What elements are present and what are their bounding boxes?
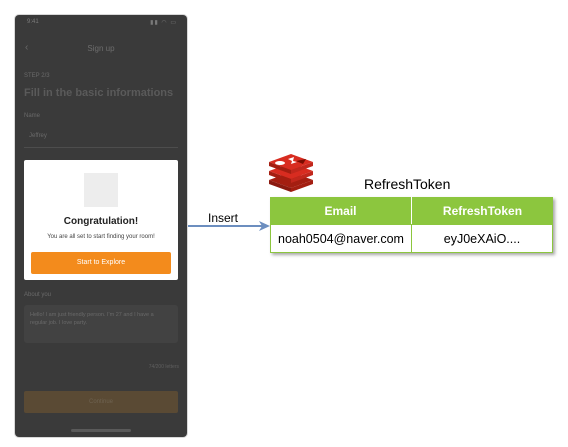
name-field[interactable]: Jeffrey — [29, 133, 47, 139]
char-count: 74/200 letters — [148, 364, 179, 370]
congratulation-modal: Congratulation! You are all set to start… — [24, 160, 178, 280]
back-chevron-icon[interactable]: ‹ — [25, 42, 29, 53]
continue-button[interactable]: Continue — [24, 391, 178, 413]
about-textarea[interactable]: Hello! I am just friendly person. I'm 27… — [24, 305, 178, 343]
insert-label: Insert — [208, 211, 239, 225]
table-title: RefreshToken — [364, 176, 451, 192]
phone-screenshot: 9:41 ▮▮ ◠ ▭ ‹ Sign up STEP 2/3 Fill in t… — [15, 15, 187, 437]
modal-message: You are all set to start finding your ro… — [47, 234, 155, 240]
modal-image-placeholder — [84, 173, 118, 207]
column-header-email: Email — [270, 197, 412, 224]
redis-logo-icon — [269, 154, 313, 192]
cell-email: noah0504@naver.com — [271, 225, 412, 252]
step-label: STEP 2/3 — [24, 73, 50, 79]
column-header-refreshtoken: RefreshToken — [412, 197, 553, 224]
column-header-email-text: Email — [324, 203, 357, 218]
table-header: Email RefreshToken — [270, 197, 553, 224]
table-row: noah0504@naver.com eyJ0eXAiO.... — [270, 224, 553, 253]
about-label: About you — [24, 292, 52, 298]
name-field-underline — [24, 147, 178, 148]
name-label: Name — [24, 113, 41, 119]
home-indicator — [71, 429, 131, 432]
status-time: 9:41 — [27, 19, 39, 25]
start-to-explore-button[interactable]: Start to Explore — [31, 252, 171, 274]
nav-title: Sign up — [87, 44, 115, 53]
status-icons: ▮▮ ◠ ▭ — [150, 20, 177, 26]
cell-refreshtoken-text: eyJ0eXAiO.... — [443, 231, 521, 246]
about-text: Hello! I am just friendly person. I'm 27… — [30, 312, 154, 326]
status-bar: 9:41 ▮▮ ◠ ▭ — [15, 15, 187, 31]
form-heading: Fill in the basic informations — [24, 87, 174, 99]
cell-refreshtoken: eyJ0eXAiO.... — [412, 225, 552, 252]
column-header-refreshtoken-text: RefreshToken — [442, 203, 523, 218]
continue-button-label: Continue — [88, 399, 114, 405]
cell-email-text: noah0504@naver.com — [278, 231, 404, 246]
arrow-head-icon — [259, 221, 270, 231]
refresh-token-table: Email RefreshToken noah0504@naver.com ey… — [270, 197, 553, 253]
modal-title: Congratulation! — [63, 216, 139, 227]
